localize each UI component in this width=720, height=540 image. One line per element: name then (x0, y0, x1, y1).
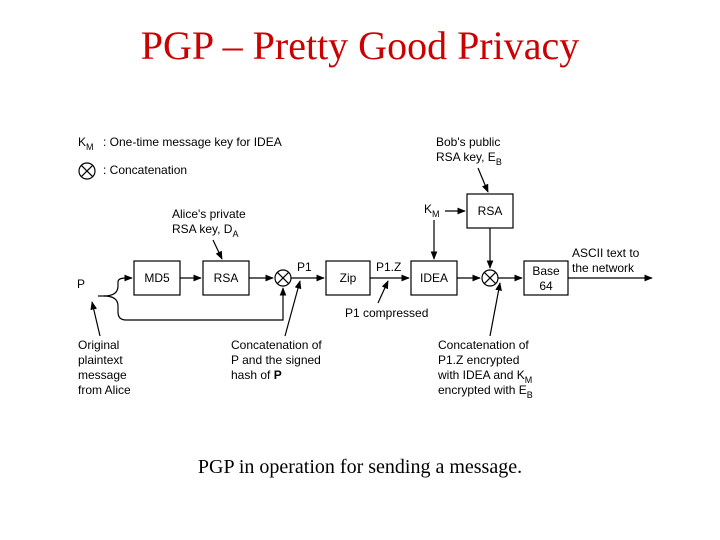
concat1-label-line1: Concatenation of (231, 338, 322, 352)
concat2-label-line1: Concatenation of (438, 338, 529, 352)
p-label: P (77, 277, 85, 291)
original-label-line3: message (78, 368, 127, 382)
annotation-pointers (90, 280, 502, 337)
legend-km-symbol: KM (78, 135, 94, 152)
original-label-line4: from Alice (78, 383, 131, 397)
alice-key-label-line2: RSA key, DA (172, 222, 238, 239)
concat2-label-line2: P1.Z encrypted (438, 353, 519, 367)
concat1-label-line3: hash of P (231, 368, 282, 382)
bob-key-label-line1: Bob's public (436, 135, 500, 149)
base64-box: Base 64 (523, 260, 569, 296)
md5-box: MD5 (133, 260, 181, 296)
rsa-sign-box: RSA (202, 260, 250, 296)
idea-label: IDEA (420, 271, 448, 285)
slide-caption: PGP in operation for sending a message. (197, 456, 523, 478)
idea-box: IDEA (410, 260, 458, 296)
base64-label-line2: 64 (539, 279, 553, 293)
p1z-label: P1.Z (376, 260, 401, 274)
concat2-label-line3: with IDEA and KM (437, 368, 532, 385)
legend-concat-description: : Concatenation (103, 163, 187, 177)
km-label: KM (424, 202, 440, 219)
concat2-label-line4: encrypted with EB (438, 383, 533, 400)
zip-label: Zip (340, 271, 357, 285)
p1-label: P1 (297, 260, 312, 274)
ascii-label-line1: ASCII text to (572, 246, 640, 260)
ascii-label-line2: the network (572, 261, 635, 275)
slide-title: PGP – Pretty Good Privacy (140, 23, 580, 68)
p1-compressed-label: P1 compressed (345, 306, 428, 320)
concat1-label-line2: P and the signed (231, 353, 321, 367)
concat-circle-1 (274, 269, 292, 287)
concat-circle-2 (481, 269, 499, 287)
alice-key-label-line1: Alice's private (172, 207, 246, 221)
legend-concatenation-icon (78, 162, 96, 180)
legend-km-description: : One-time message key for IDEA (103, 135, 282, 149)
rsa-encrypt-box: RSA (466, 193, 514, 229)
zip-box: Zip (325, 260, 371, 296)
original-label-line2: plaintext (78, 353, 123, 367)
base64-label-line1: Base (532, 264, 560, 278)
md5-label: MD5 (144, 271, 170, 285)
original-label-line1: Original (78, 338, 119, 352)
bob-key-label-line2: RSA key, EB (436, 150, 502, 167)
rsa-encrypt-label: RSA (478, 204, 503, 218)
rsa-sign-label: RSA (214, 271, 239, 285)
flow-lines (98, 167, 653, 321)
